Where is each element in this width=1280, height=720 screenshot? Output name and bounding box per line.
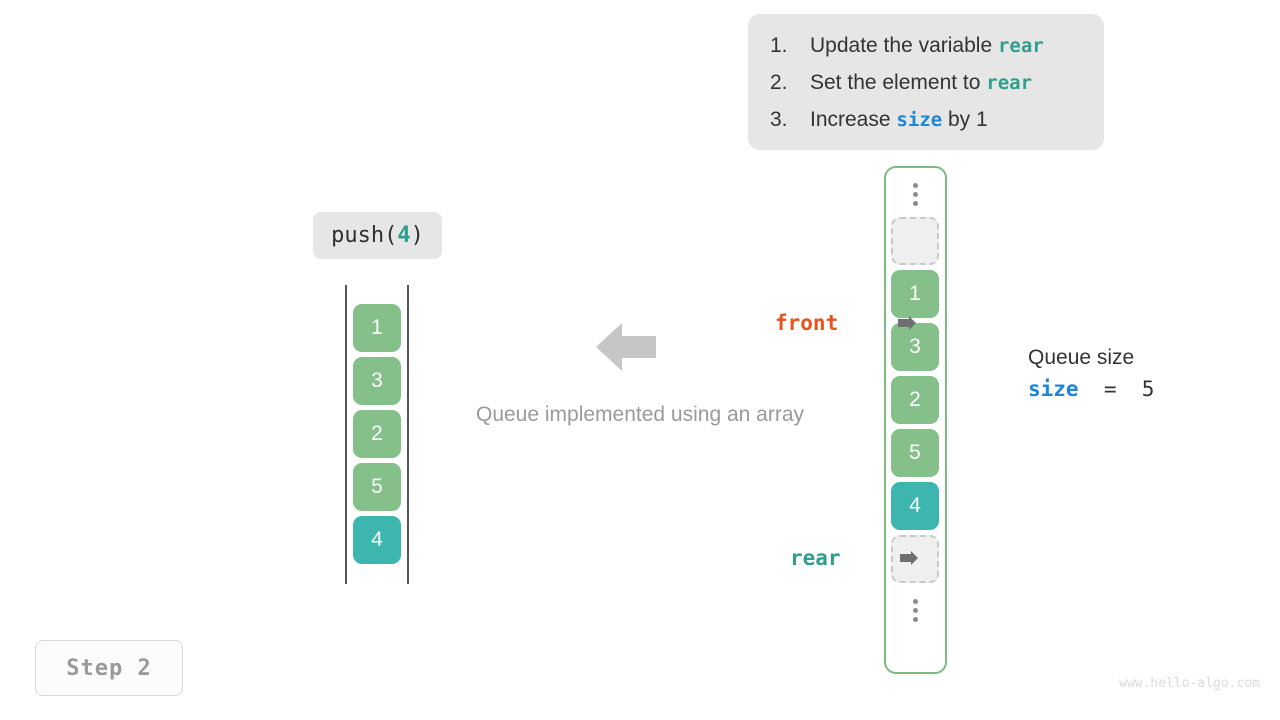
instruction-text-suffix: by 1 xyxy=(942,108,988,131)
front-pointer-arrow-icon xyxy=(847,287,916,359)
left-arrow-icon xyxy=(596,322,656,372)
instruction-number: 2. xyxy=(770,71,788,94)
front-pointer-label: front xyxy=(775,311,839,335)
array-cell: 2 xyxy=(891,376,939,424)
operation-label: push(4) xyxy=(313,212,442,259)
array-cell: 3 xyxy=(353,357,401,405)
step-badge: Step 2 xyxy=(35,640,183,696)
ellipsis-dot xyxy=(912,599,918,604)
instructions-panel: 1. Update the variable rear 2. Set the elem… xyxy=(748,14,1104,150)
ellipsis-dot xyxy=(912,608,918,613)
instruction-text: Increase size by 1 xyxy=(810,108,988,132)
operation-name: push( xyxy=(331,223,398,248)
array-cell: 2 xyxy=(353,410,401,458)
logical-array-cells: 1 3 2 5 4 xyxy=(353,304,401,569)
array-rail-left xyxy=(345,285,347,584)
ellipsis-icon xyxy=(891,172,939,217)
queue-size-value: 5 xyxy=(1141,377,1155,401)
rear-pointer-label: rear xyxy=(790,546,841,570)
ellipsis-dot xyxy=(912,201,918,206)
operation-argument: 4 xyxy=(397,223,411,248)
instruction-item: 3. Increase size by 1 xyxy=(770,108,1086,145)
instruction-number: 1. xyxy=(770,34,788,57)
instruction-number: 3. xyxy=(770,108,788,131)
physical-array-cells: 1 3 2 5 4 xyxy=(891,172,939,633)
instruction-code-token: size xyxy=(896,109,943,131)
array-cell: 4 xyxy=(353,516,401,564)
instruction-text: Update the variable rear xyxy=(810,34,1044,58)
ellipsis-dot xyxy=(912,183,918,188)
physical-queue-array: 1 3 2 5 4 xyxy=(884,166,947,674)
front-pointer: front xyxy=(775,287,916,359)
operation-close-paren: ) xyxy=(410,223,424,248)
instruction-text-prefix: Update the variable xyxy=(810,34,998,57)
instruction-item: 2. Set the element to rear xyxy=(770,71,1086,108)
queue-size-equals: = xyxy=(1078,377,1142,401)
instruction-item: 1. Update the variable rear xyxy=(770,34,1086,71)
array-cell: 5 xyxy=(891,429,939,477)
empty-array-cell xyxy=(891,217,939,265)
queue-size-expression: size = 5 xyxy=(1028,372,1228,406)
rear-pointer-arrow-icon xyxy=(850,522,919,594)
queue-size-variable: size xyxy=(1028,377,1079,401)
queue-size-readout: Queue size size = 5 xyxy=(1028,343,1228,406)
array-cell: 3 xyxy=(891,323,939,371)
logical-queue-array: 1 3 2 5 4 xyxy=(345,285,409,584)
array-cell: 5 xyxy=(353,463,401,511)
diagram-caption: Queue implemented using an array xyxy=(475,403,805,426)
instruction-text: Set the element to rear xyxy=(810,71,1032,95)
array-rail-right xyxy=(407,285,409,584)
ellipsis-dot xyxy=(912,192,918,197)
array-cell: 1 xyxy=(353,304,401,352)
instruction-text-prefix: Increase xyxy=(810,108,897,131)
array-cell: 1 xyxy=(891,270,939,318)
instruction-text-prefix: Set the element to xyxy=(810,71,987,94)
watermark: www.hello-algo.com xyxy=(1119,676,1260,691)
queue-size-title: Queue size xyxy=(1028,346,1135,369)
instruction-code-token: rear xyxy=(997,35,1044,57)
array-cell: 4 xyxy=(891,482,939,530)
ellipsis-dot xyxy=(912,617,918,622)
ellipsis-icon xyxy=(891,588,939,633)
instruction-code-token: rear xyxy=(986,72,1033,94)
rear-pointer: rear xyxy=(790,522,919,594)
